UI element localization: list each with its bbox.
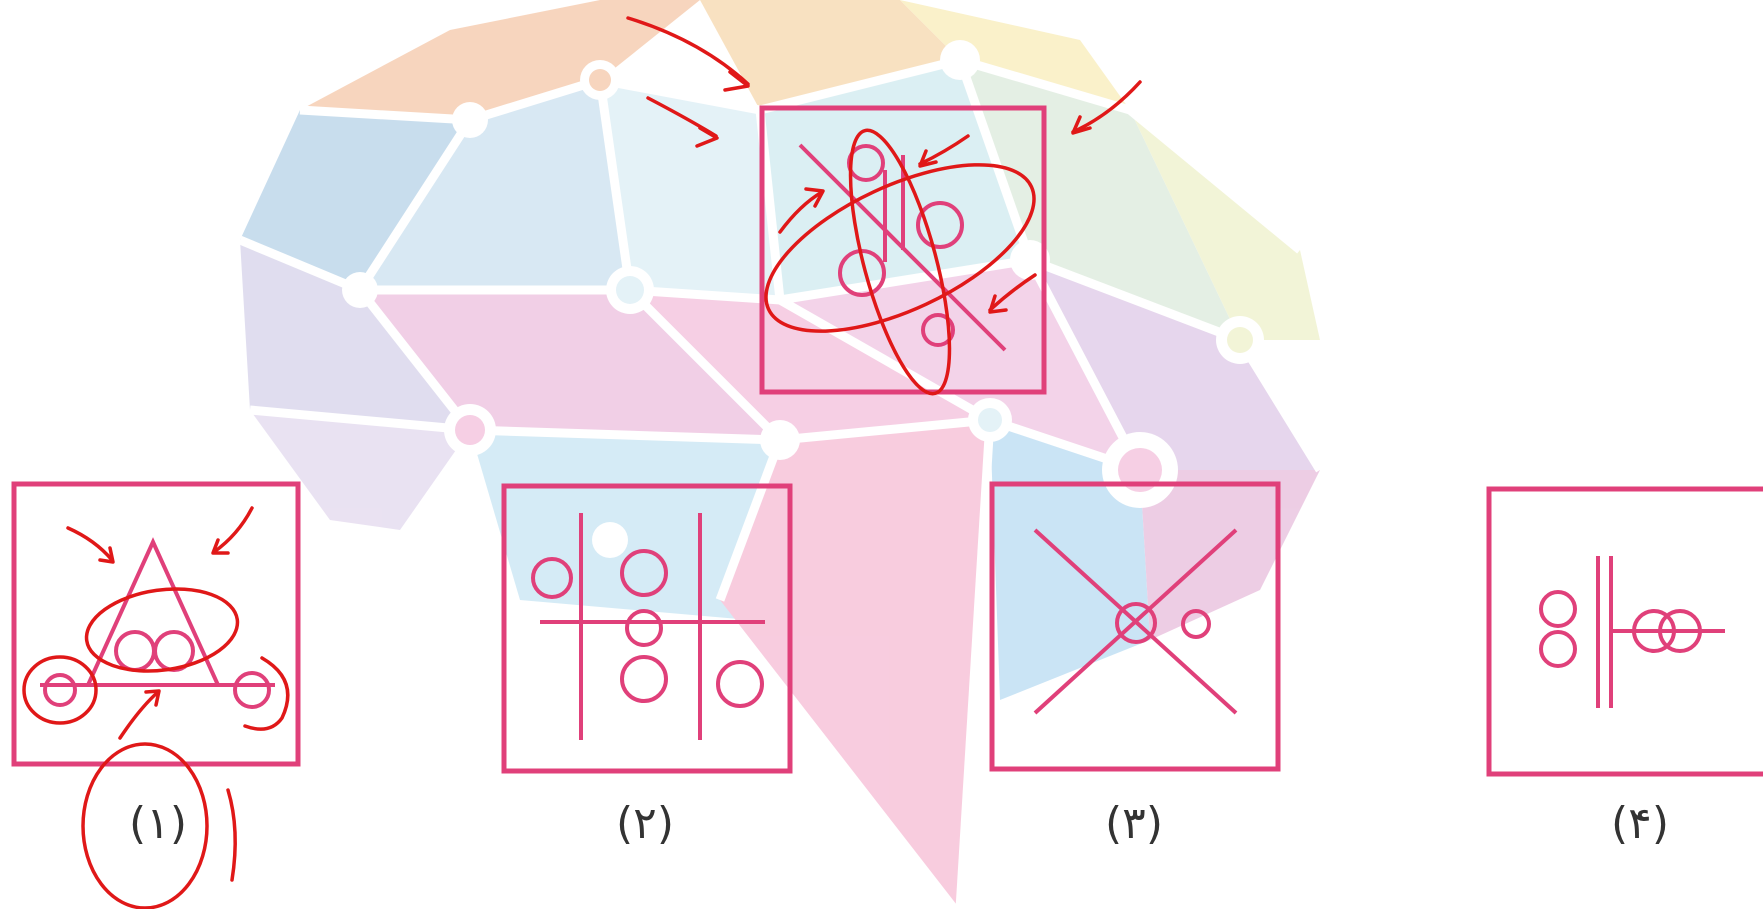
option-1-figure[interactable] (11, 481, 301, 767)
option-2-figure[interactable] (501, 483, 793, 774)
option-1-label: (۱) (129, 798, 187, 849)
option-4-label: (۴) (1611, 798, 1669, 849)
option-3-label: (۳) (1105, 798, 1163, 849)
red-ink-annotations (22, 16, 1142, 909)
option-3-figure[interactable] (989, 481, 1281, 772)
option-2-label: (۲) (616, 798, 674, 849)
option-4-figure[interactable] (1486, 486, 1763, 777)
